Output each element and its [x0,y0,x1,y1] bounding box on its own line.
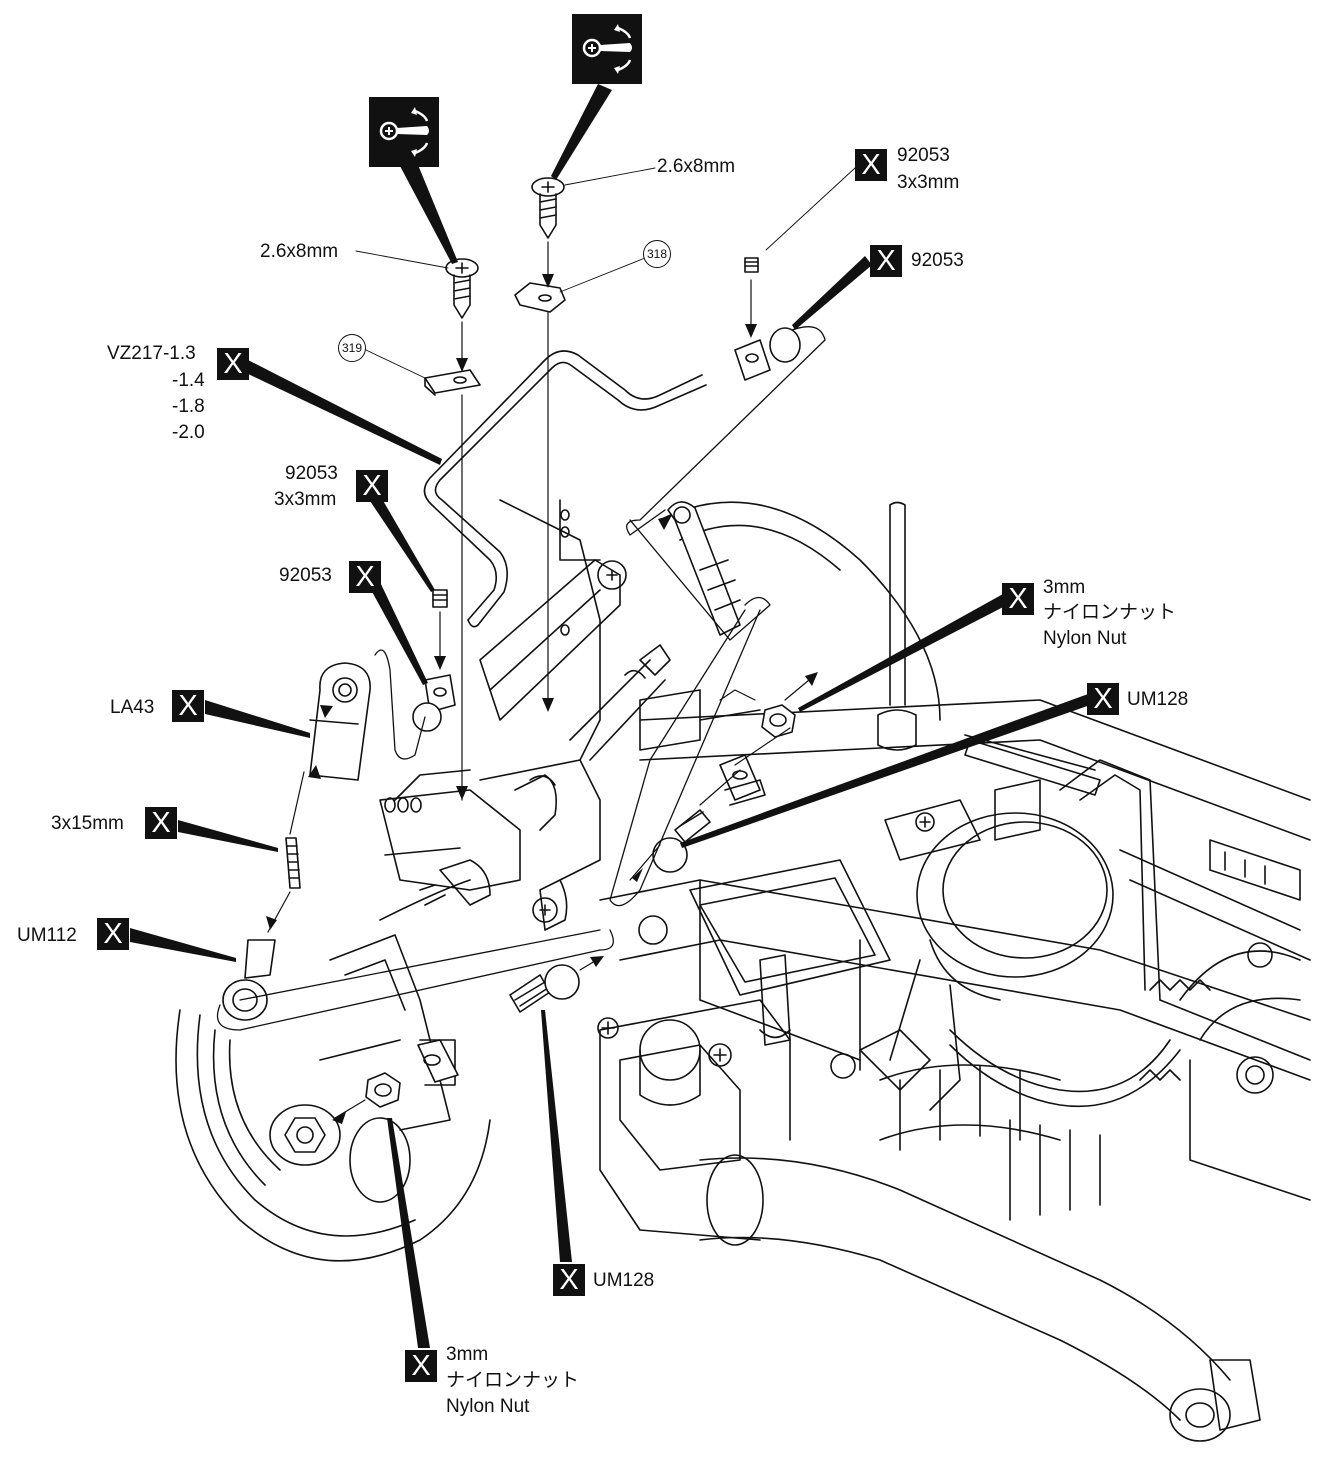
setscrew-right [744,257,759,273]
x-mark-icon: X [1002,583,1034,615]
label-nut-upper-jp: ナイロンナット [1043,602,1177,623]
screw-top [531,177,565,239]
x-mark-icon: X [172,690,204,722]
label-pipe-var-2: -1.8 [172,396,205,417]
label-rod-end: LA43 [110,697,155,718]
ball-um128-lower [509,964,580,1013]
label-nut-lower-size: 3mm [446,1344,489,1365]
ball-end-um112 [222,939,276,1021]
label-ball-left: 92053 [279,565,332,586]
x-mark-icon: X [870,245,902,277]
screwdriver-rotate-icon-glyph [582,24,632,74]
x-mark-icon: X [405,1350,437,1382]
label-setscrew-right-size: 3x3mm [897,172,960,193]
x-mark-icon: X [97,918,129,950]
label-setscrew-right-code: 92053 [897,145,950,166]
label-rod: 3x15mm [51,813,124,834]
label-ball-end: UM112 [17,925,77,946]
plate-319 [424,369,481,396]
x-mark-icon: X [855,149,887,181]
pointer-wedges [130,84,1093,1348]
label-setscrew-left-size: 3x3mm [274,489,337,510]
screwdriver-rotate-icon [572,14,642,84]
label-screw-left: 2.6x8mm [260,241,339,262]
stopper-left [412,674,456,732]
screw-left [445,258,479,319]
rod-end-la43 [309,662,371,781]
front-assembly [175,499,941,1262]
nylon-nut-lower [365,1072,401,1108]
label-nut-upper-size: 3mm [1043,577,1086,598]
label-setscrew-left-code: 92053 [285,463,338,484]
part-number-319: 319 [338,334,366,362]
threaded-rod [285,837,301,889]
label-screw-top: 2.6x8mm [657,156,736,177]
arrow-heads [266,274,818,1124]
plate-318 [514,282,566,313]
label-ball-upper: UM128 [1127,689,1189,710]
x-mark-icon: X [145,807,177,839]
screwdriver-rotate-icon [369,97,439,167]
ball-um128-upper [652,809,711,873]
label-nut-lower-en: Nylon Nut [446,1396,530,1417]
x-mark-icon: X [349,561,381,593]
stopper-right [734,327,801,381]
label-pipe-code: VZ217-1.3 [107,343,196,364]
part-number-318: 318 [643,240,671,268]
callout-leaders [355,167,856,379]
x-mark-icon: X [553,1264,585,1296]
x-mark-icon: X [1087,683,1119,715]
stopper-upper [719,754,766,806]
label-nut-upper-en: Nylon Nut [1043,628,1127,649]
label-pipe-var-3: -2.0 [172,422,205,443]
setscrew-left [432,589,448,608]
label-pipe-var-1: -1.4 [172,370,205,391]
engine-block [597,501,1311,1442]
x-mark-icon: X [217,348,249,380]
label-ball-right: 92053 [911,250,964,271]
nylon-nut-upper [761,704,796,738]
stopper-lower [417,1039,459,1083]
assembly-paths [216,326,826,1031]
label-ball-lower: UM128 [593,1270,655,1291]
rod-end-upper [667,501,741,636]
screwdriver-rotate-icon-glyph [379,107,429,157]
throttle-pipe [423,350,707,628]
x-mark-icon: X [356,470,388,502]
label-nut-lower-jp: ナイロンナット [446,1370,580,1391]
